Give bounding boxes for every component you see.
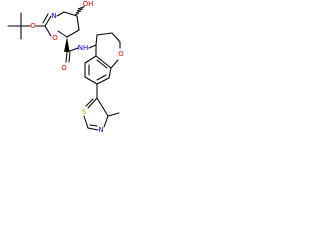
amide-o-label: O: [61, 64, 67, 72]
thiazole-n-label: N: [98, 126, 103, 134]
bond: [65, 51, 68, 63]
bond: [63, 11, 78, 17]
benzene-ring: [84, 55, 112, 85]
bond: [96, 59, 108, 69]
bond: [87, 97, 98, 109]
bond: [68, 51, 71, 63]
bond: [96, 77, 110, 85]
bond: [56, 11, 65, 17]
amide-nh-label: NH: [78, 44, 89, 52]
bond: [89, 124, 98, 127]
hash: [77, 6, 85, 10]
pyrrolidine-ring: [56, 11, 80, 38]
boc-carbonyl-o-label: O: [52, 34, 58, 42]
thiazole-s-label: S: [82, 108, 87, 116]
bond: [88, 44, 97, 49]
bond: [103, 115, 109, 128]
wedge-bond: [64, 37, 70, 52]
bond: [66, 47, 79, 53]
bond: [96, 74, 107, 81]
bond: [66, 29, 80, 38]
bond: [44, 25, 52, 37]
bond: [96, 97, 109, 117]
bond: [95, 55, 112, 69]
pyrrolidine-n-label: N: [51, 12, 56, 20]
bond: [108, 67, 112, 79]
bond: [44, 15, 52, 27]
boc-group: [7, 12, 52, 40]
bond: [76, 15, 80, 31]
bond: [42, 13, 49, 24]
bond: [87, 127, 99, 131]
bond: [96, 32, 113, 36]
bond: [110, 59, 119, 69]
hash: [76, 8, 84, 12]
bond: [111, 32, 121, 43]
bond: [83, 115, 89, 129]
bond: [107, 112, 120, 117]
oxepine-ring: [95, 32, 121, 69]
hydroxyl-stereo-bond: [74, 6, 85, 16]
bond: [85, 98, 94, 107]
bond: [95, 34, 98, 46]
hydroxyl-label: OH: [83, 0, 94, 8]
thiazole-ring: [83, 83, 120, 131]
carbamate-ester-o-label: O: [30, 22, 36, 30]
bond: [84, 76, 98, 85]
molecule-structure: O O OH N O NH O S N: [7, 0, 124, 134]
bond: [84, 55, 97, 64]
hash: [74, 12, 80, 16]
bond: [57, 30, 68, 38]
ring-ether-o-label: O: [118, 50, 124, 58]
amide-linkage: [64, 37, 97, 63]
hash: [75, 10, 82, 14]
